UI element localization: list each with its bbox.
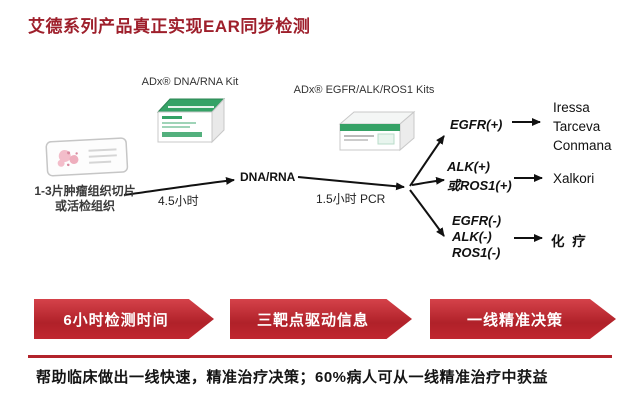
- step2-time-label: 1.5小时 PCR: [316, 192, 386, 206]
- footer-text: 帮助临床做出一线快速，精准治疗决策；60%病人可从一线精准治疗中获益: [36, 369, 549, 386]
- sample-label-line2: 或活检组织: [54, 199, 115, 213]
- sample-label: 1-3片肿瘤组织切片 或活检组织: [24, 184, 146, 214]
- branch-ros1-positive-label: 或ROS1(+): [447, 178, 512, 193]
- branch-egfr-positive-label: EGFR(+): [450, 117, 503, 132]
- drug-tarceva-label: Tarceva: [553, 119, 601, 134]
- drug-xalkori-label: Xalkori: [553, 171, 595, 186]
- banner-precision-decision-label: 一线精准决策: [466, 311, 563, 329]
- branch-alk-negative-label: ALK(-): [452, 229, 492, 244]
- banner-precision-decision: 一线精准决策: [430, 299, 616, 339]
- branch-egfr-negative-label: EGFR(-): [452, 213, 502, 228]
- sample-label-line1: 1-3片肿瘤组织切片: [34, 184, 136, 198]
- banner-detection-time-label: 6小时检测时间: [63, 311, 169, 329]
- kit2-label: ADx® EGFR/ALK/ROS1 Kits: [293, 84, 435, 96]
- banner-three-targets: 三靶点驱动信息: [230, 299, 412, 339]
- egfr-alk-ros1-kit-icon: [338, 110, 416, 152]
- page-title: 艾德系列产品真正实现EAR同步检测: [28, 17, 311, 36]
- kit1-label: ADx® DNA/RNA Kit: [141, 76, 239, 88]
- footer-divider: [28, 355, 612, 358]
- step1-output-label: DNA/RNA: [240, 170, 296, 184]
- banner-detection-time: 6小时检测时间: [34, 299, 214, 339]
- branch-ros1-negative-label: ROS1(-): [452, 245, 501, 260]
- branch-alk-positive-label: ALK(+): [447, 159, 490, 174]
- drug-iressa-label: Iressa: [553, 100, 590, 115]
- step1-time-label: 4.5小时: [158, 194, 199, 208]
- dna-rna-kit-icon: [156, 97, 226, 144]
- chemotherapy-label: 化 疗: [551, 234, 588, 249]
- tissue-slide-icon: [45, 137, 129, 177]
- drug-conmana-label: Conmana: [553, 138, 612, 153]
- banner-three-targets-label: 三靶点驱动信息: [256, 311, 369, 329]
